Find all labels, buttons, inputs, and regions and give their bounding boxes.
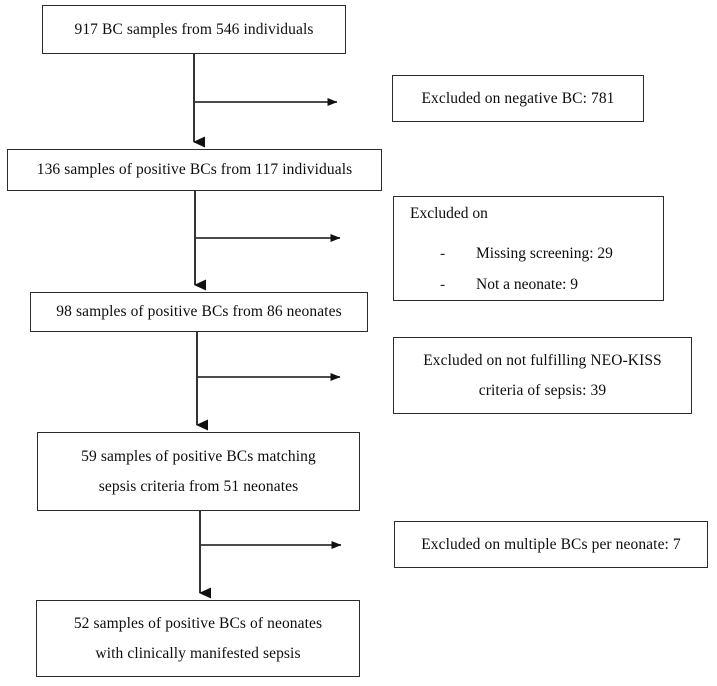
flow-node-final-cohort: 52 samples of positive BCs of neonates w… bbox=[36, 600, 360, 677]
exclusion-node-negative-bc: Excluded on negative BC: 781 bbox=[392, 75, 644, 122]
flow-node-sepsis-criteria: 59 samples of positive BCs matching seps… bbox=[37, 432, 360, 511]
connector-stage-4 bbox=[199, 511, 342, 599]
flow-node-line: 917 BC samples from 546 individuals bbox=[74, 20, 314, 38]
connector-stage-2 bbox=[194, 191, 341, 291]
connector-stage-1 bbox=[193, 54, 338, 148]
bullet-dash-icon: - bbox=[440, 275, 446, 293]
flow-node-line: 136 samples of positive BCs from 117 ind… bbox=[36, 161, 353, 179]
exclusion-node-line: Excluded on not fulfilling NEO-KISS bbox=[423, 352, 662, 370]
flow-node-neonates: 98 samples of positive BCs from 86 neona… bbox=[30, 292, 368, 332]
exclusion-bullet-text: Missing screening: 29 bbox=[476, 244, 613, 262]
flow-node-line: 59 samples of positive BCs matching bbox=[81, 448, 316, 466]
exclusion-node-line: Excluded on multiple BCs per neonate: 7 bbox=[421, 535, 681, 553]
exclusion-node-neo-kiss: Excluded on not fulfilling NEO-KISS crit… bbox=[393, 337, 692, 414]
exclusion-node-multiple-bcs: Excluded on multiple BCs per neonate: 7 bbox=[394, 521, 708, 568]
exclusion-node-line: criteria of sepsis: 39 bbox=[478, 381, 607, 399]
exclusion-bullet-item: - Missing screening: 29 bbox=[410, 242, 649, 266]
flow-node-total-samples: 917 BC samples from 546 individuals bbox=[42, 5, 346, 54]
exclusion-bullet-text: Not a neonate: 9 bbox=[476, 275, 579, 293]
exclusion-node-heading: Excluded on bbox=[410, 205, 488, 223]
bullet-dash-icon: - bbox=[440, 244, 446, 262]
flow-node-positive-bcs: 136 samples of positive BCs from 117 ind… bbox=[7, 149, 382, 191]
flow-node-line: 52 samples of positive BCs of neonates bbox=[73, 615, 323, 633]
flow-node-line: with clinically manifested sepsis bbox=[95, 644, 301, 662]
flow-node-line: 98 samples of positive BCs from 86 neona… bbox=[56, 303, 342, 321]
flow-node-line: sepsis criteria from 51 neonates bbox=[98, 477, 299, 495]
exclusion-node-screening-neonate: Excluded on - Missing screening: 29 - No… bbox=[393, 196, 664, 301]
exclusion-node-line: Excluded on negative BC: 781 bbox=[421, 89, 615, 107]
connector-stage-3 bbox=[196, 332, 341, 431]
exclusion-bullet-item: - Not a neonate: 9 bbox=[410, 273, 649, 297]
